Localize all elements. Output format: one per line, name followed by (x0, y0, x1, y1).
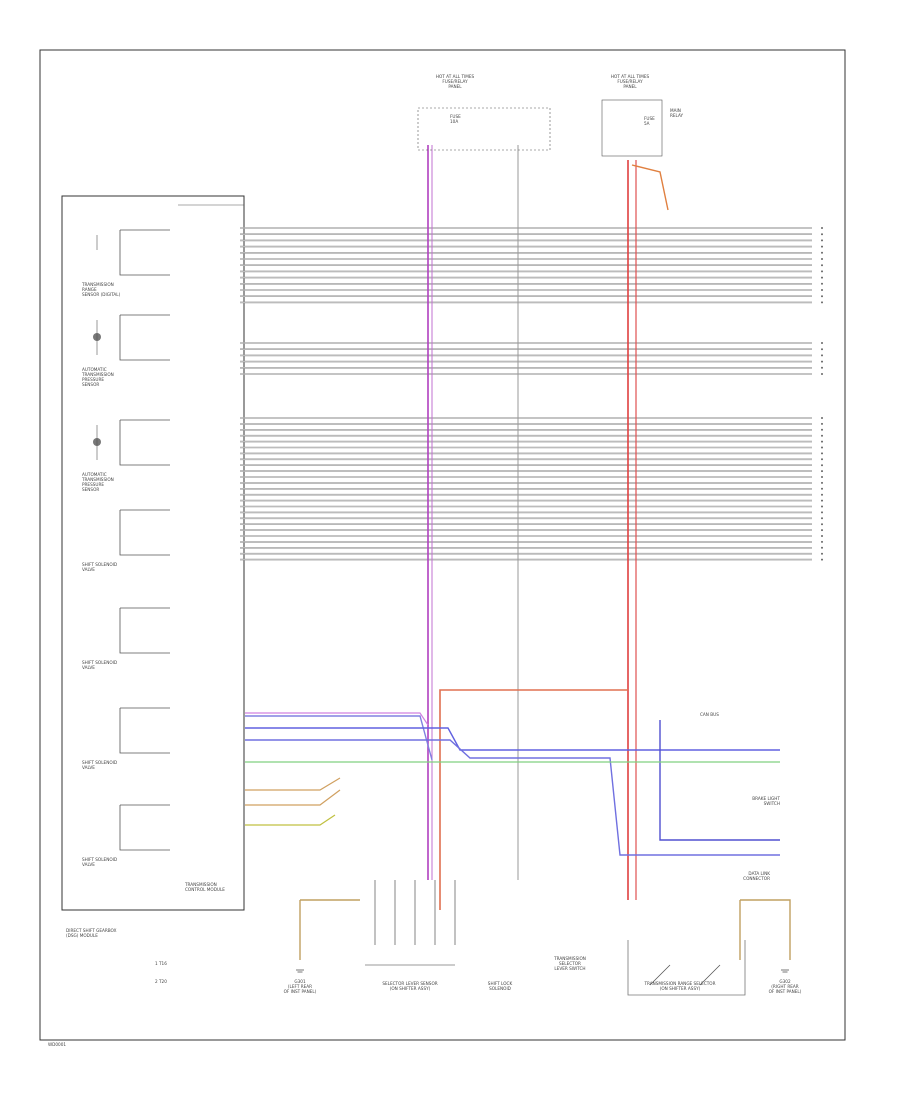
bus-terminal (821, 511, 823, 514)
bus-terminal (821, 499, 823, 502)
sensor-wire (119, 805, 170, 851)
bus-terminal (821, 505, 823, 508)
bus-terminal (821, 301, 823, 304)
sensor-wire (119, 510, 170, 556)
bus-terminal (821, 464, 823, 467)
orange-wire (631, 164, 669, 211)
fuse-box-1 (417, 107, 551, 151)
bus-terminal (821, 535, 823, 537)
fuse-box-2 (601, 99, 663, 157)
bus-terminal (821, 245, 823, 248)
bus-terminal (821, 470, 823, 473)
trans-range-bracket (627, 940, 746, 996)
bus-terminal (821, 540, 823, 543)
bus-terminal (821, 227, 823, 229)
bus-terminal (821, 282, 823, 285)
bus-terminal (821, 434, 823, 437)
red-cross-wire (439, 689, 628, 910)
yellow-wire (245, 814, 336, 826)
bus-terminal (821, 264, 823, 267)
bus-terminal (821, 276, 823, 279)
bus-terminal (821, 422, 823, 425)
bus-terminal (821, 552, 823, 555)
bus-terminal (821, 239, 823, 242)
can-bus: CAN BUS (700, 712, 719, 717)
sensor-wire (119, 708, 170, 754)
bus-terminal (821, 523, 823, 526)
blue-wire-2 (245, 727, 780, 751)
bus-terminal (821, 558, 823, 561)
legend-1: 1 T16 (155, 961, 167, 966)
bus-terminal (821, 446, 823, 449)
bus-terminal (821, 452, 823, 455)
bus-terminal (821, 354, 823, 357)
selector-lever: SELECTOR LEVER SENSOR(ON SHIFTER ASSY) (382, 981, 437, 991)
bus-terminal (821, 289, 823, 291)
bus-terminal (821, 342, 823, 344)
legend-2: 2 T20 (155, 979, 167, 984)
tcm-block (61, 195, 245, 911)
page-number: WD0001 (48, 1042, 66, 1047)
trans-range: TRANSMISSION RANGE SELECTOR(ON SHIFTER A… (643, 981, 715, 991)
magenta-wire (245, 712, 429, 726)
bus-terminal (821, 476, 823, 478)
sensor-wire (119, 420, 170, 466)
blue-wire-4 (659, 720, 780, 841)
bus-terminal (821, 546, 823, 549)
bus-terminal (821, 373, 823, 375)
bus-terminal (821, 517, 823, 520)
orange-wire-3 (245, 789, 341, 806)
sensor-wire (119, 230, 170, 276)
sensor-wire (119, 315, 170, 361)
bus-terminal (821, 529, 823, 532)
switch-contact-2 (699, 964, 721, 986)
bus-terminal (821, 487, 823, 490)
bus-terminal (821, 366, 823, 369)
bus-terminal (821, 258, 823, 260)
dsg-note: DIRECT SHIFT GEARBOX(DSG) MODULE (66, 928, 117, 938)
tan-wire-4 (740, 899, 791, 960)
orange-wire-2 (245, 777, 341, 791)
bus-terminal (821, 295, 823, 298)
bus-terminal (821, 458, 823, 461)
bus-terminal (821, 440, 823, 443)
bus-terminal (821, 233, 823, 236)
bus-terminal (821, 428, 823, 431)
blue-wire-3 (245, 739, 780, 856)
bus-terminal (821, 417, 823, 419)
bus-terminal (821, 493, 823, 496)
bus-terminal (821, 481, 823, 484)
bus-terminal (821, 270, 823, 273)
blue-wire (245, 715, 433, 761)
bus-terminal (821, 348, 823, 351)
page-frame (39, 49, 846, 1041)
bus-terminal (821, 360, 823, 363)
sensor-wire (119, 608, 170, 654)
bus-terminal (821, 251, 823, 254)
switch-contact (649, 964, 671, 986)
